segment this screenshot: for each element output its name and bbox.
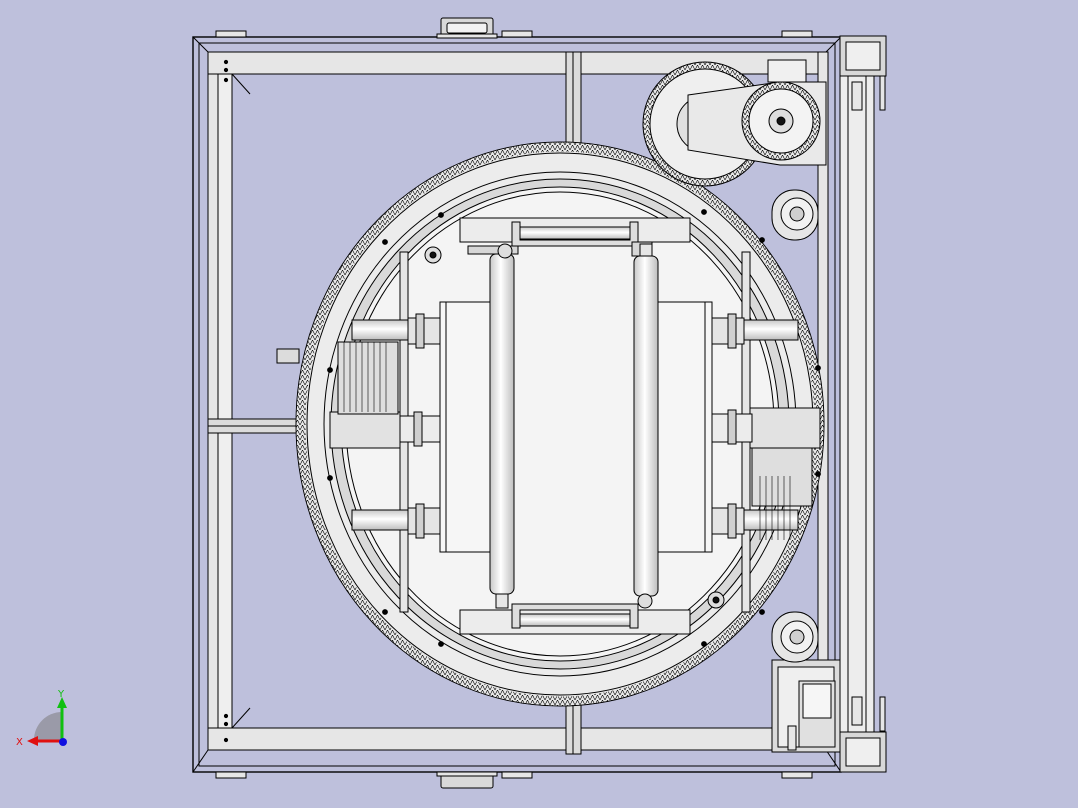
triad-z-axis (59, 738, 67, 746)
drive-gear-small (741, 81, 821, 161)
guide-roller-lower (771, 611, 819, 663)
triad-y-label: Y (57, 689, 65, 700)
triad-x-arrowhead (27, 736, 38, 746)
top-channel (467, 221, 653, 257)
top-handle (436, 17, 498, 39)
vertical-roller-left (489, 253, 515, 609)
orientation-triad: X Y (16, 689, 67, 748)
right-rail (839, 35, 887, 773)
bottom-right-bracket (771, 659, 841, 753)
vertical-roller-right (633, 243, 659, 597)
right-cylinders (711, 313, 821, 540)
triad-y-arrowhead (57, 697, 67, 708)
triad-x-label: X (16, 737, 23, 748)
bottom-channel (511, 603, 639, 629)
left-cylinders (329, 313, 441, 539)
frame-feet (215, 30, 813, 779)
bottom-handle (436, 771, 498, 789)
guide-roller-upper (771, 189, 819, 241)
sprockets (424, 243, 725, 609)
